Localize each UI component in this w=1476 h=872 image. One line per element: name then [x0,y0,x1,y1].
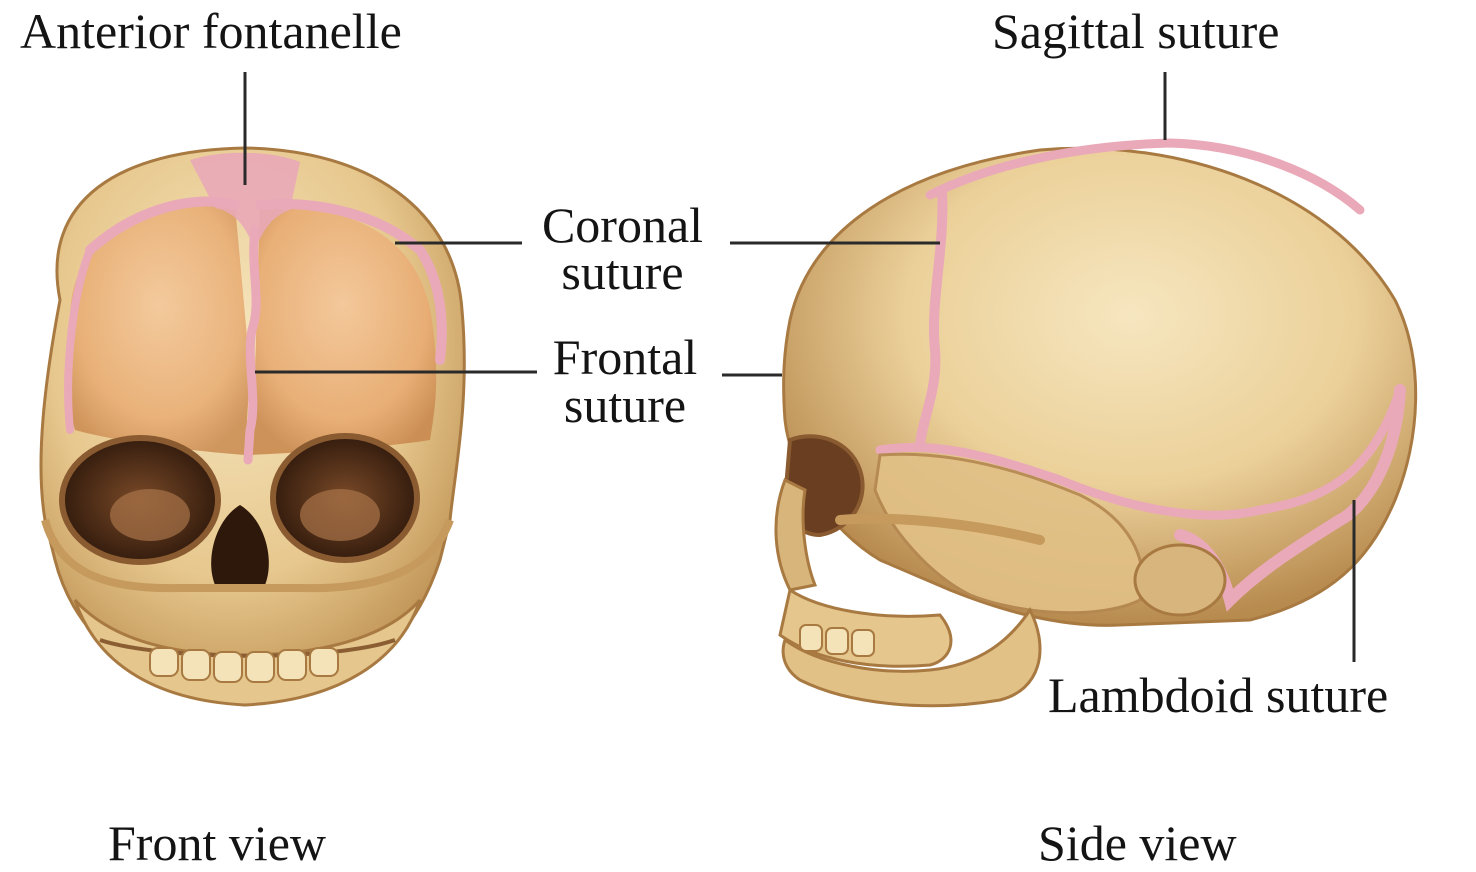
label-sagittal-suture: Sagittal suture [992,6,1279,56]
label-front-view: Front view [108,818,326,868]
label-frontal-suture-line2: suture [530,380,720,430]
label-side-view: Side view [1038,818,1237,868]
side-mastoid [1135,545,1225,615]
label-coronal-suture-line1: Coronal [520,200,725,250]
label-frontal-suture-line1: Frontal [530,332,720,382]
front-left-orbit-inner [110,489,190,541]
front-view-skull [41,148,464,705]
label-anterior-fontanelle: Anterior fontanelle [20,6,402,56]
label-coronal-suture-line2: suture [520,247,725,297]
front-right-orbit-inner [300,489,380,541]
side-view-skull [776,143,1416,706]
side-teeth [800,625,874,656]
label-lambdoid-suture: Lambdoid suture [1048,670,1388,720]
